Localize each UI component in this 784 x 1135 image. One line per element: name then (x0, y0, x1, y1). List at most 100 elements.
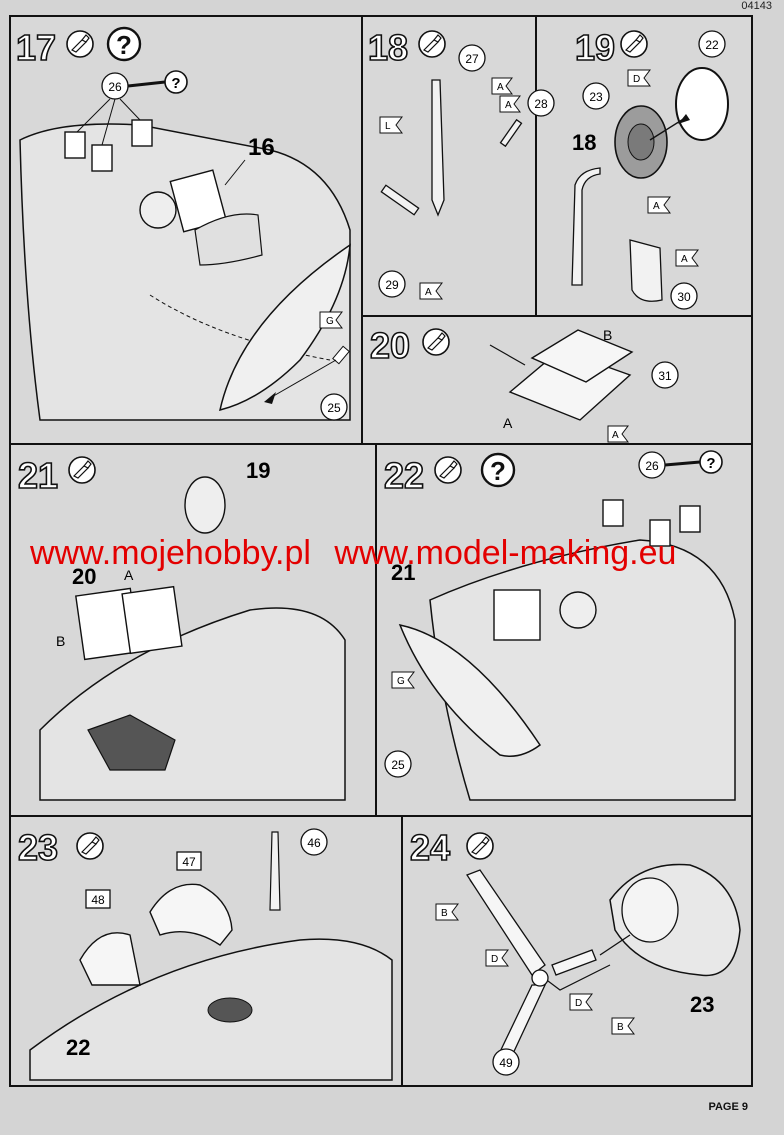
svg-text:A: A (653, 201, 660, 212)
svg-text:B: B (617, 1022, 624, 1033)
letter-tag: A (419, 282, 443, 300)
glue-icon (620, 30, 648, 58)
gear-bay (493, 589, 541, 641)
part-callout: 22 (698, 30, 726, 58)
part-callout: 49 (492, 1048, 520, 1076)
sheet-code: 04143 (741, 0, 772, 12)
part-number-large: 23 (690, 992, 714, 1017)
svg-text:D: D (633, 74, 640, 85)
letter-tag: A (675, 249, 699, 267)
step-number: 23 (18, 827, 58, 868)
strut-leg (571, 167, 601, 286)
part-number-large: 22 (66, 1035, 90, 1060)
gear-door (679, 505, 701, 533)
letter-tag: B (435, 903, 459, 921)
letter-tag: A (647, 196, 671, 214)
wheel (139, 191, 177, 229)
glue-icon (466, 832, 494, 860)
bay-panel (121, 585, 183, 655)
svg-text:26: 26 (108, 80, 122, 94)
svg-text:27: 27 (465, 52, 479, 66)
svg-text:?: ? (116, 30, 132, 60)
svg-text:31: 31 (658, 369, 672, 383)
svg-text:D: D (491, 954, 498, 965)
part-number-large: 19 (246, 458, 270, 483)
part-number-large: 20 (72, 564, 96, 589)
propeller-hub (531, 969, 549, 987)
svg-text:A: A (497, 82, 504, 93)
svg-text:A: A (612, 430, 619, 441)
svg-text:48: 48 (91, 893, 105, 907)
cowling-ring (219, 243, 351, 412)
svg-text:47: 47 (182, 855, 196, 869)
watermark-left: www.mojehobby.pl (30, 534, 311, 572)
panel-letter: B (56, 633, 65, 649)
letter-tag: A (607, 425, 629, 443)
step-number: 22 (384, 455, 424, 496)
gear-door (91, 144, 113, 172)
svg-text:?: ? (706, 455, 715, 472)
part-callout: 30 (670, 282, 698, 310)
svg-text:B: B (441, 908, 448, 919)
question-tag-icon: ? (699, 450, 723, 474)
propeller-blade (551, 949, 597, 976)
watermark-right: www.model-making.eu (334, 534, 677, 572)
panel-letter: B (603, 327, 612, 343)
part-box: 47 (176, 851, 202, 871)
svg-text:30: 30 (677, 290, 691, 304)
letter-tag: A (499, 95, 521, 113)
part-callout: 25 (320, 393, 348, 421)
bay-panel (530, 329, 634, 383)
cowling-ring (398, 623, 542, 757)
part-callout: 46 (300, 828, 328, 856)
gear-door (64, 131, 86, 159)
part-callout: 29 (378, 270, 406, 298)
svg-text:23: 23 (589, 90, 603, 104)
svg-text:G: G (326, 316, 334, 327)
letter-tag: D (569, 993, 593, 1011)
part-callout: 27 (458, 44, 486, 72)
part-callout: 25 (384, 750, 412, 778)
part-number-large: 16 (248, 134, 275, 161)
svg-text:G: G (397, 676, 405, 687)
svg-text:49: 49 (499, 1056, 513, 1070)
glue-icon (76, 832, 104, 860)
page-number: PAGE 9 (708, 1101, 748, 1113)
part-callout: 23 (582, 82, 610, 110)
svg-text:25: 25 (391, 758, 405, 772)
glue-icon (68, 456, 96, 484)
svg-text:?: ? (490, 456, 506, 486)
letter-tag: B (611, 1017, 635, 1035)
part-callout: 28 (527, 89, 555, 117)
panel-letter: A (503, 415, 513, 431)
part-number-large: 18 (572, 130, 596, 155)
windscreen-part (79, 932, 141, 986)
letter-tag: G (391, 671, 415, 689)
question-icon: ? (106, 26, 142, 62)
gear-cover (629, 239, 663, 302)
strut-leg (431, 79, 445, 217)
svg-text:A: A (505, 100, 512, 111)
glue-icon (66, 30, 94, 58)
svg-text:29: 29 (385, 278, 399, 292)
svg-text:22: 22 (705, 38, 719, 52)
gear-door (649, 519, 671, 547)
part-callout: 26 (638, 451, 666, 479)
svg-text:28: 28 (534, 97, 548, 111)
letter-tag: D (627, 69, 651, 87)
wing-outline (19, 123, 351, 421)
letter-tag: D (485, 949, 509, 967)
svg-text:A: A (681, 254, 688, 265)
part-number-large: 21 (391, 560, 415, 585)
step-number: 21 (18, 455, 58, 496)
step-number: 17 (16, 27, 56, 68)
svg-text:A: A (425, 287, 432, 298)
part-callout: 26 (101, 72, 129, 100)
part-callout: 31 (651, 361, 679, 389)
step-number: 24 (410, 827, 450, 868)
tire (675, 67, 729, 141)
glue-icon (434, 456, 462, 484)
question-tag-icon: ? (164, 70, 188, 94)
letter-tag: G (319, 311, 343, 329)
